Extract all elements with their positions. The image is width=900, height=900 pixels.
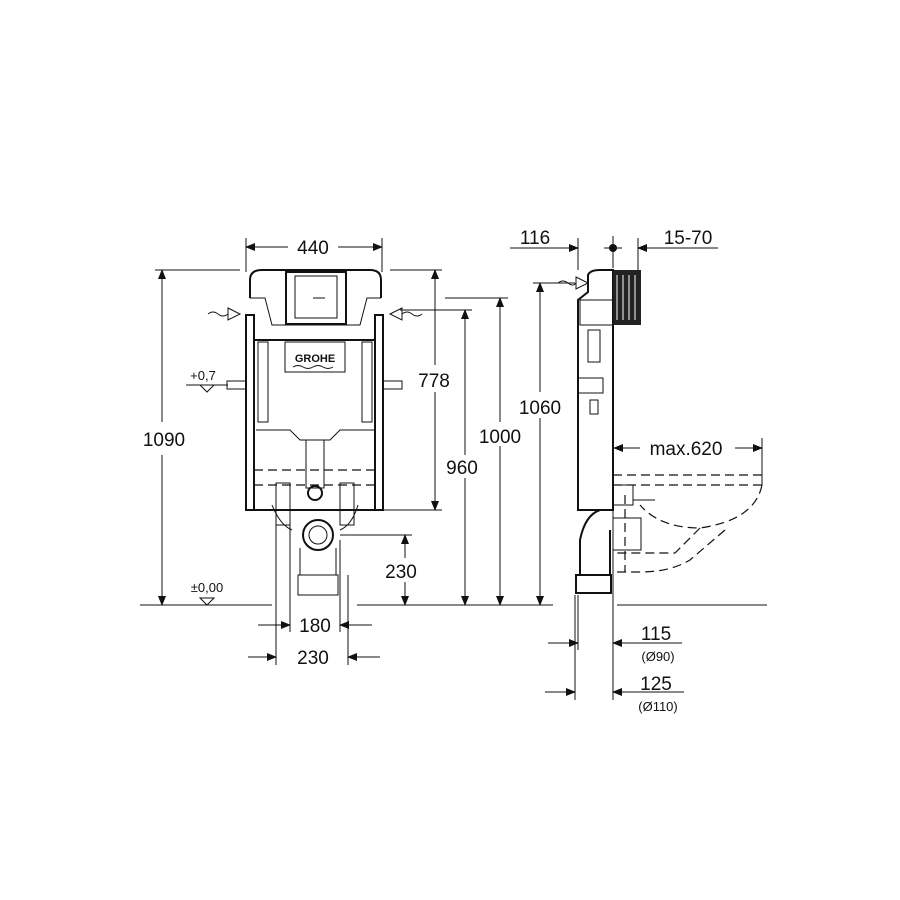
dim-label: 125: [640, 674, 672, 695]
level-label: +0,7: [190, 368, 216, 383]
water-inlet-side-icon: [575, 276, 590, 290]
dim-778: 778: [383, 269, 450, 511]
dim-115: 115 (Ø90): [548, 510, 682, 700]
dim-1090: 1090: [143, 269, 240, 606]
dim-max-620: max.620: [613, 438, 763, 485]
dim-label: 960: [446, 458, 478, 479]
level-marker-floor: ±0,00: [191, 580, 223, 606]
dim-1000: 1000: [445, 297, 521, 606]
dim-180: 180: [258, 520, 372, 637]
dim-label: 115: [641, 624, 671, 645]
flush-plate-block: [613, 270, 641, 325]
dim-1060: 1060: [519, 282, 575, 606]
side-view-frame: [557, 236, 763, 594]
dim-label: 1090: [143, 430, 185, 451]
dim-label: 180: [299, 616, 331, 637]
dim-label: 116: [520, 228, 550, 249]
dim-116: 116: [510, 228, 579, 270]
front-view-frame: GROHE: [207, 269, 423, 596]
dim-230-horizontal: 230: [248, 525, 380, 669]
dim-440: 440: [245, 238, 383, 272]
dim-sublabel: (Ø90): [641, 649, 674, 664]
dim-label: 1000: [479, 427, 521, 448]
dim-15-70: 15-70: [637, 228, 718, 270]
dim-label: 230: [385, 562, 417, 583]
dim-label: 230: [297, 648, 329, 669]
dim-960: 960: [400, 309, 478, 606]
dim-label: 1060: [519, 398, 561, 419]
water-inlet-right-icon: [388, 307, 403, 321]
dim-label: 440: [297, 238, 329, 259]
dim-label: 778: [418, 371, 450, 392]
water-inlet-left-icon: [227, 307, 242, 321]
dim-125: 125 (Ø110): [545, 595, 684, 714]
grohe-logo: GROHE: [295, 353, 335, 365]
level-marker-upper: +0,7: [186, 368, 228, 393]
dim-sublabel: (Ø110): [638, 699, 678, 714]
level-label: ±0,00: [191, 580, 223, 595]
dim-label: 15-70: [664, 228, 713, 249]
level-triangle-icon: [198, 597, 216, 606]
level-triangle-icon: [198, 384, 216, 393]
dim-label: max.620: [650, 439, 723, 460]
dim-230-vertical: 230: [340, 534, 417, 606]
